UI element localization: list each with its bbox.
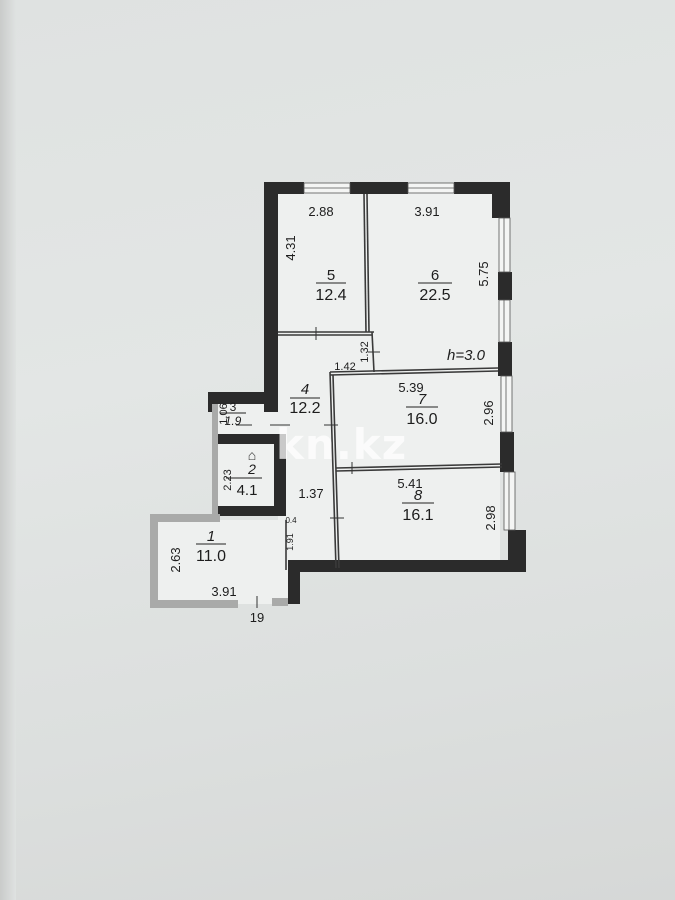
room-5: 5 12.4 2.88 4.31 — [283, 204, 347, 304]
room-1: 1 11.0 2.63 3.91 19 — [168, 528, 264, 625]
door-marks — [236, 327, 380, 608]
room-dimension: 5.75 — [476, 261, 491, 286]
room-number: 8 — [414, 487, 423, 504]
room-number: 6 — [431, 267, 439, 284]
room-dimension: 2.96 — [481, 400, 496, 425]
room-dimension: 0.4 — [285, 516, 297, 525]
room-dimension: 1.06 — [218, 403, 230, 424]
partitions — [278, 193, 503, 570]
room-area: 16.1 — [402, 507, 433, 524]
room-area: 12.2 — [289, 400, 320, 417]
room-number: 1 — [207, 528, 215, 545]
balcony-walls — [150, 404, 288, 608]
room-area: 4.1 — [237, 482, 258, 499]
room-number: 5 — [327, 267, 335, 284]
room-number: 2 — [247, 461, 256, 477]
room-area: 16.0 — [406, 411, 437, 428]
room-number: 4 — [301, 381, 309, 398]
floor-fills — [158, 192, 500, 604]
room-4: 4 12.2 1.42 1.32 1.37 1.91 0.4 — [285, 341, 371, 550]
exterior-walls — [208, 182, 526, 604]
room-dimension: 1.91 — [285, 533, 295, 551]
room-number: 3 — [230, 400, 237, 414]
room-dimension: 3.91 — [211, 584, 236, 599]
room-number: 7 — [418, 391, 427, 408]
room-dimension: 2.63 — [168, 547, 183, 572]
room-area: 22.5 — [419, 287, 450, 304]
windows — [303, 182, 516, 531]
paper-edge — [0, 0, 16, 900]
room-dimension: 1.42 — [334, 361, 355, 373]
room-7: 7 16.0 5.39 2.96 — [398, 380, 496, 428]
room-dimension: 1.32 — [359, 341, 371, 362]
room-dimension: 4.31 — [283, 235, 298, 260]
label-dividers — [196, 282, 452, 545]
room-dimension: 1.37 — [298, 486, 323, 501]
entrance-label: 19 — [250, 610, 264, 625]
room-dimension: 5.39 — [398, 380, 423, 395]
room-8: 8 16.1 5.41 2.98 — [397, 476, 498, 531]
room-dimension: 2.23 — [222, 469, 234, 490]
room-dimension: 2.88 — [308, 204, 333, 219]
room-6: 6 22.5 3.91 5.75 h=3.0 — [414, 204, 491, 364]
room-2: 2 4.1 2.23 ⌂ — [222, 447, 257, 499]
room-3: 3 1.9 1.06 — [218, 400, 242, 428]
room-area: 1.9 — [225, 414, 242, 428]
ceiling-height: h=3.0 — [447, 347, 486, 364]
room-dimension: 3.91 — [414, 204, 439, 219]
room-area: 12.4 — [315, 287, 346, 304]
room-dimension: 2.98 — [483, 505, 498, 530]
room-dimension: 5.41 — [397, 476, 422, 491]
toilet-icon: ⌂ — [248, 447, 256, 463]
room-area: 11.0 — [196, 548, 226, 565]
